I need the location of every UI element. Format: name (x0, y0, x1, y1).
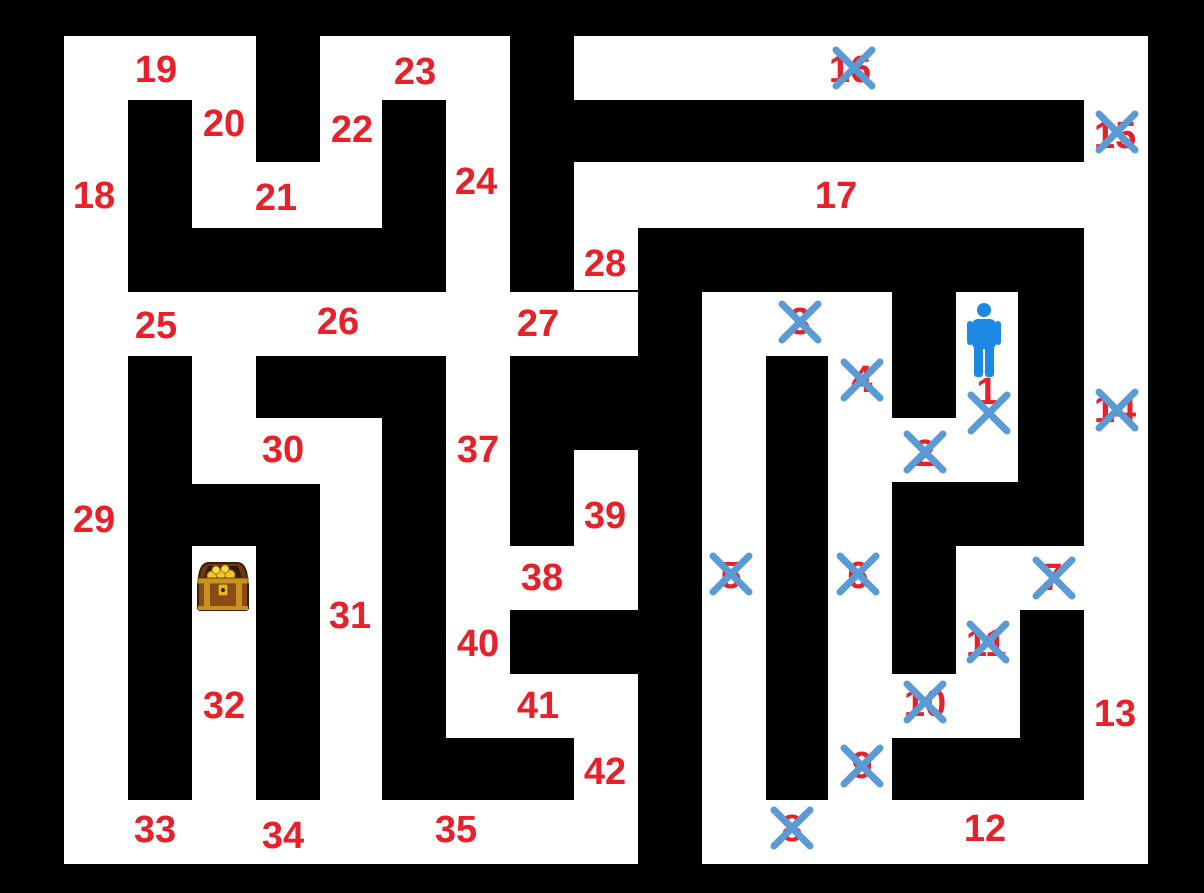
maze-path (1084, 36, 1148, 864)
node-label-9: 9 (851, 747, 872, 785)
node-label-12: 12 (964, 810, 1006, 848)
node-label-38: 38 (521, 559, 563, 597)
node-label-26: 26 (317, 303, 359, 341)
node-label-8: 8 (781, 810, 802, 848)
node-label-5: 5 (720, 557, 741, 595)
node-label-16: 16 (829, 51, 871, 89)
node-label-27: 27 (517, 305, 559, 343)
node-label-24: 24 (455, 163, 497, 201)
node-label-10: 10 (904, 685, 946, 723)
node-label-11: 11 (966, 625, 1006, 663)
person-icon[interactable] (966, 302, 1002, 378)
node-label-22: 22 (331, 111, 373, 149)
node-label-19: 19 (135, 51, 177, 89)
node-label-40: 40 (457, 625, 499, 663)
node-label-6: 6 (847, 557, 868, 595)
node-label-37: 37 (457, 431, 499, 469)
maze-path (702, 800, 1148, 864)
node-label-1: 1 (976, 373, 997, 411)
treasure-chest-icon[interactable] (194, 558, 252, 614)
node-label-14: 14 (1094, 391, 1136, 429)
node-label-42: 42 (584, 753, 626, 791)
node-label-31: 31 (329, 597, 371, 635)
node-label-18: 18 (73, 177, 115, 215)
node-label-23: 23 (394, 53, 436, 91)
maze-path (64, 36, 128, 864)
node-label-39: 39 (584, 497, 626, 535)
node-label-15: 15 (1094, 117, 1136, 155)
node-label-41: 41 (517, 687, 559, 725)
node-label-7: 7 (1041, 559, 1062, 597)
node-label-30: 30 (262, 431, 304, 469)
node-label-2: 2 (914, 435, 935, 473)
node-label-32: 32 (203, 687, 245, 725)
node-label-29: 29 (73, 501, 115, 539)
node-label-33: 33 (134, 811, 176, 849)
node-label-20: 20 (203, 105, 245, 143)
node-label-3: 3 (789, 303, 810, 341)
node-label-25: 25 (135, 307, 177, 345)
node-label-35: 35 (435, 811, 477, 849)
node-label-34: 34 (262, 817, 304, 855)
node-label-4: 4 (851, 361, 872, 399)
maze-path (574, 162, 1148, 228)
node-label-17: 17 (815, 177, 857, 215)
node-label-21: 21 (255, 179, 297, 217)
node-label-13: 13 (1094, 695, 1136, 733)
node-label-28: 28 (584, 245, 626, 283)
